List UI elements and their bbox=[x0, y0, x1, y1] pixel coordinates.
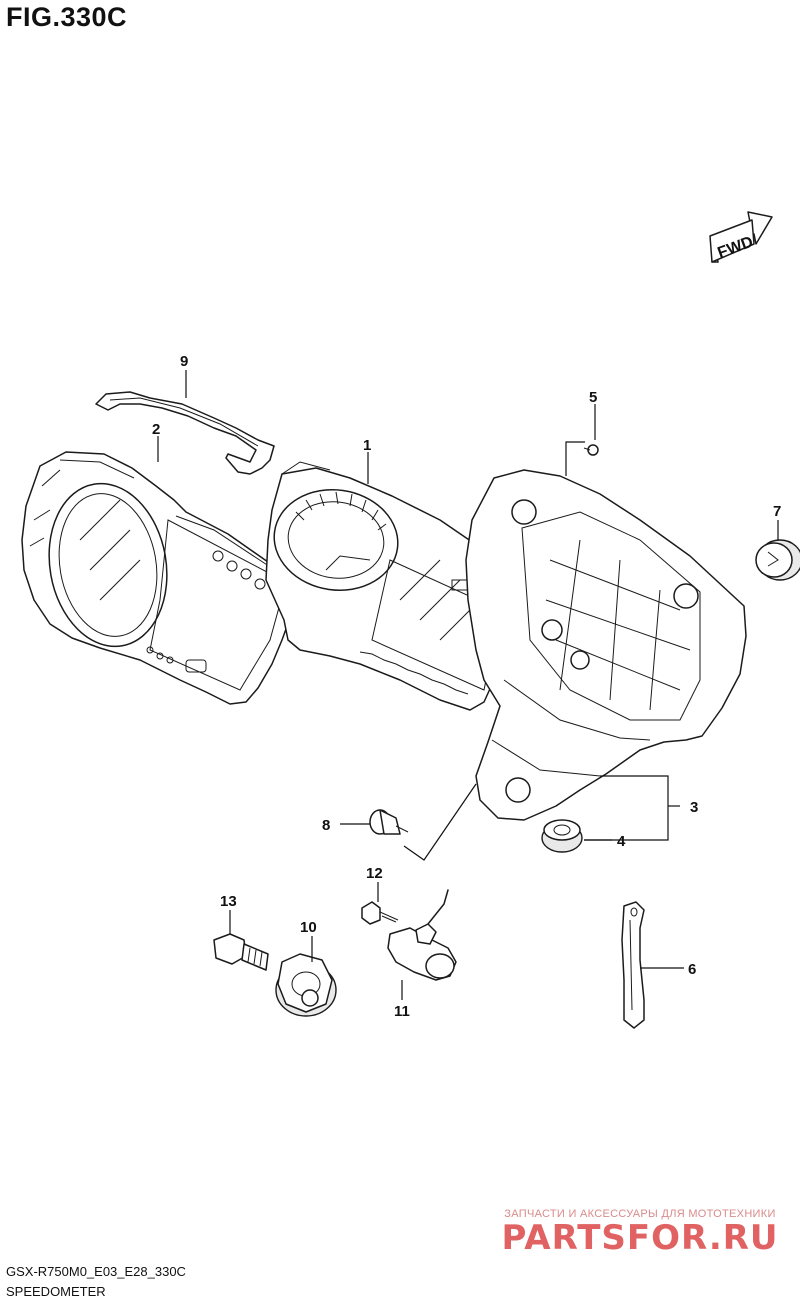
figure-code: GSX-R750M0_E03_E28_330C bbox=[6, 1264, 186, 1279]
leader-lines bbox=[157, 370, 779, 1000]
callout-6: 6 bbox=[688, 961, 696, 978]
callout-13: 13 bbox=[220, 893, 237, 910]
figure-title: FIG.330C bbox=[6, 2, 128, 32]
callout-3: 3 bbox=[690, 799, 698, 816]
part-12-bolt bbox=[361, 901, 399, 925]
part-1-meter-assembly bbox=[265, 461, 515, 711]
callout-1: 1 bbox=[363, 437, 371, 454]
part-7-cap bbox=[755, 539, 800, 581]
callout-9: 9 bbox=[180, 353, 188, 370]
callout-10: 10 bbox=[300, 919, 317, 936]
part-8-bolt bbox=[369, 809, 409, 835]
part-10-nut bbox=[275, 953, 337, 1017]
callout-labels: 9 2 1 5 7 3 4 8 12 11 13 10 6 bbox=[152, 353, 781, 1020]
watermark: ЗАПЧАСТИ И АКСЕССУАРЫ ДЛЯ МОТОТЕХНИКИ PA… bbox=[490, 1208, 790, 1256]
watermark-subtitle: ЗАПЧАСТИ И АКСЕССУАРЫ ДЛЯ МОТОТЕХНИКИ bbox=[504, 1208, 776, 1220]
callout-8: 8 bbox=[322, 817, 330, 834]
fwd-arrow-badge: FWD bbox=[709, 211, 773, 263]
callout-4: 4 bbox=[617, 833, 626, 850]
figure-name: SPEEDOMETER bbox=[6, 1284, 106, 1299]
figure-footer: GSX-R750M0_E03_E28_330C SPEEDOMETER bbox=[6, 1262, 186, 1302]
part-3-meter-bracket bbox=[465, 469, 747, 821]
watermark-brand: PARTSFOR.RU bbox=[501, 1218, 779, 1258]
callout-11: 11 bbox=[394, 1003, 410, 1020]
part-13-bolt bbox=[213, 933, 269, 971]
part-6-strap bbox=[621, 901, 645, 1029]
part-9-cover-clip bbox=[95, 391, 275, 475]
part-2-front-case bbox=[21, 451, 299, 705]
part-5-screw bbox=[583, 444, 599, 456]
callout-5: 5 bbox=[589, 389, 597, 406]
callout-12: 12 bbox=[366, 865, 383, 882]
part-4-grommet bbox=[541, 819, 583, 853]
callout-7: 7 bbox=[773, 503, 781, 520]
part-11-sensor bbox=[387, 889, 457, 981]
callout-2: 2 bbox=[152, 421, 160, 438]
